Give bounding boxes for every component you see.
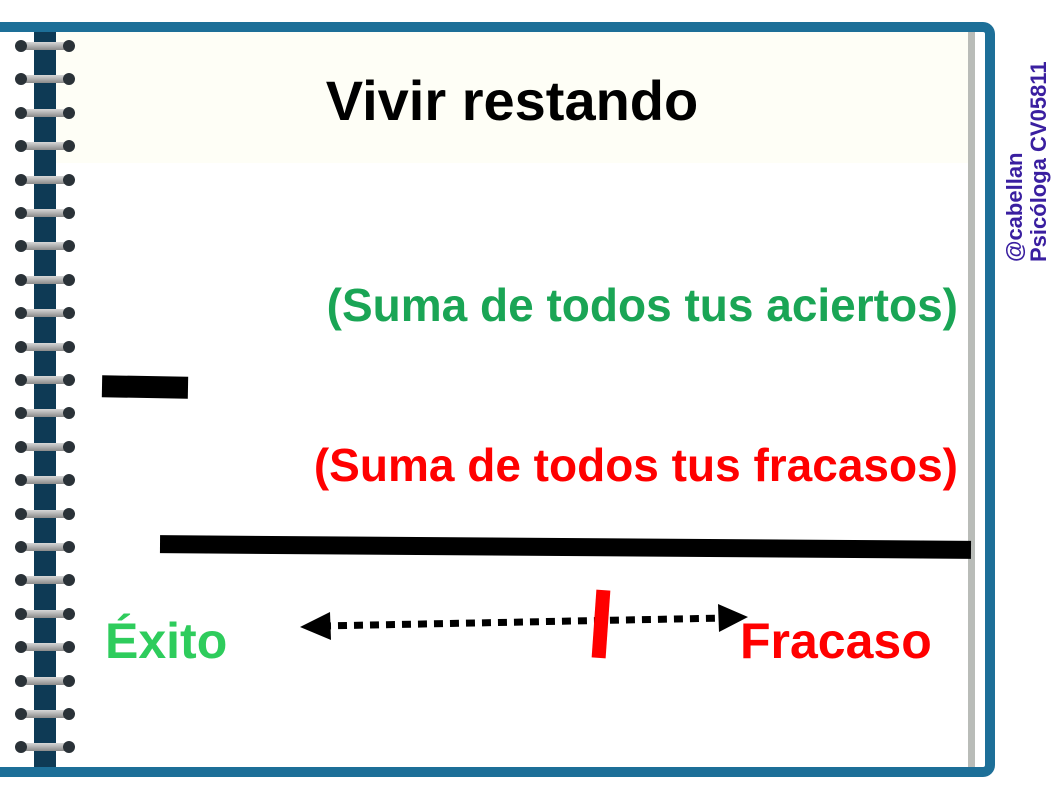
binder-ring	[15, 107, 75, 119]
slide-title: Vivir restando	[325, 69, 699, 132]
binder-ring	[15, 140, 75, 152]
binder-ring	[15, 73, 75, 85]
minus-sign	[101, 375, 189, 399]
binder-ring	[15, 240, 75, 252]
header-band	[56, 32, 968, 163]
binder-ring	[15, 574, 75, 586]
fracaso-label: Fracaso	[740, 613, 932, 669]
binder-ring	[15, 675, 75, 687]
binder-ring	[15, 341, 75, 353]
aciertos-text: (Suma de todos tus aciertos)	[326, 279, 958, 331]
page-edge	[968, 32, 975, 767]
binder-ring	[15, 307, 75, 319]
credit-role: Psicóloga CV05811	[1026, 61, 1051, 262]
binder-ring	[15, 608, 75, 620]
exito-label: Éxito	[105, 613, 228, 669]
binder-ring	[15, 441, 75, 453]
double-arrow-icon	[300, 604, 748, 640]
binder-ring	[15, 474, 75, 486]
binder-ring	[15, 207, 75, 219]
credit-handle: @cabellan	[1002, 152, 1027, 263]
binder-ring	[15, 741, 75, 753]
fracasos-text: (Suma de todos tus fracasos)	[313, 439, 958, 491]
binder-ring	[15, 407, 75, 419]
credit-text: @cabellan Psicóloga CV05811	[1002, 61, 1051, 263]
binder-ring	[15, 274, 75, 286]
binder-ring	[15, 708, 75, 720]
notebook-frame	[0, 22, 995, 777]
binder-ring	[15, 641, 75, 653]
binder-ring	[15, 508, 75, 520]
binder-ring	[15, 40, 75, 52]
binder-ring	[15, 541, 75, 553]
binder-ring	[15, 174, 75, 186]
binder-ring	[15, 374, 75, 386]
